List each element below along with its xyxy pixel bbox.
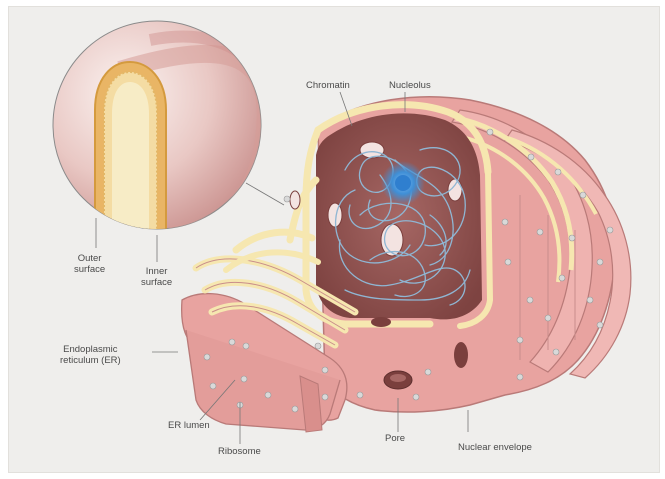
label-pore: Pore: [385, 433, 405, 444]
label-er-lumen: ER lumen: [168, 420, 210, 431]
label-endoplasmic-reticulum: Endoplasmic reticulum (ER): [60, 344, 121, 366]
label-ribosome: Ribosome: [218, 446, 261, 457]
label-nucleolus: Nucleolus: [389, 80, 431, 91]
label-inner-surface: Inner surface: [141, 266, 172, 288]
zoom-inset: [53, 21, 273, 235]
label-outer-surface: Outer surface: [74, 253, 105, 275]
nucleolus: [381, 161, 425, 205]
label-nuclear-envelope: Nuclear envelope: [458, 442, 532, 453]
label-chromatin: Chromatin: [306, 80, 350, 91]
nucleus-interior: [306, 105, 490, 326]
